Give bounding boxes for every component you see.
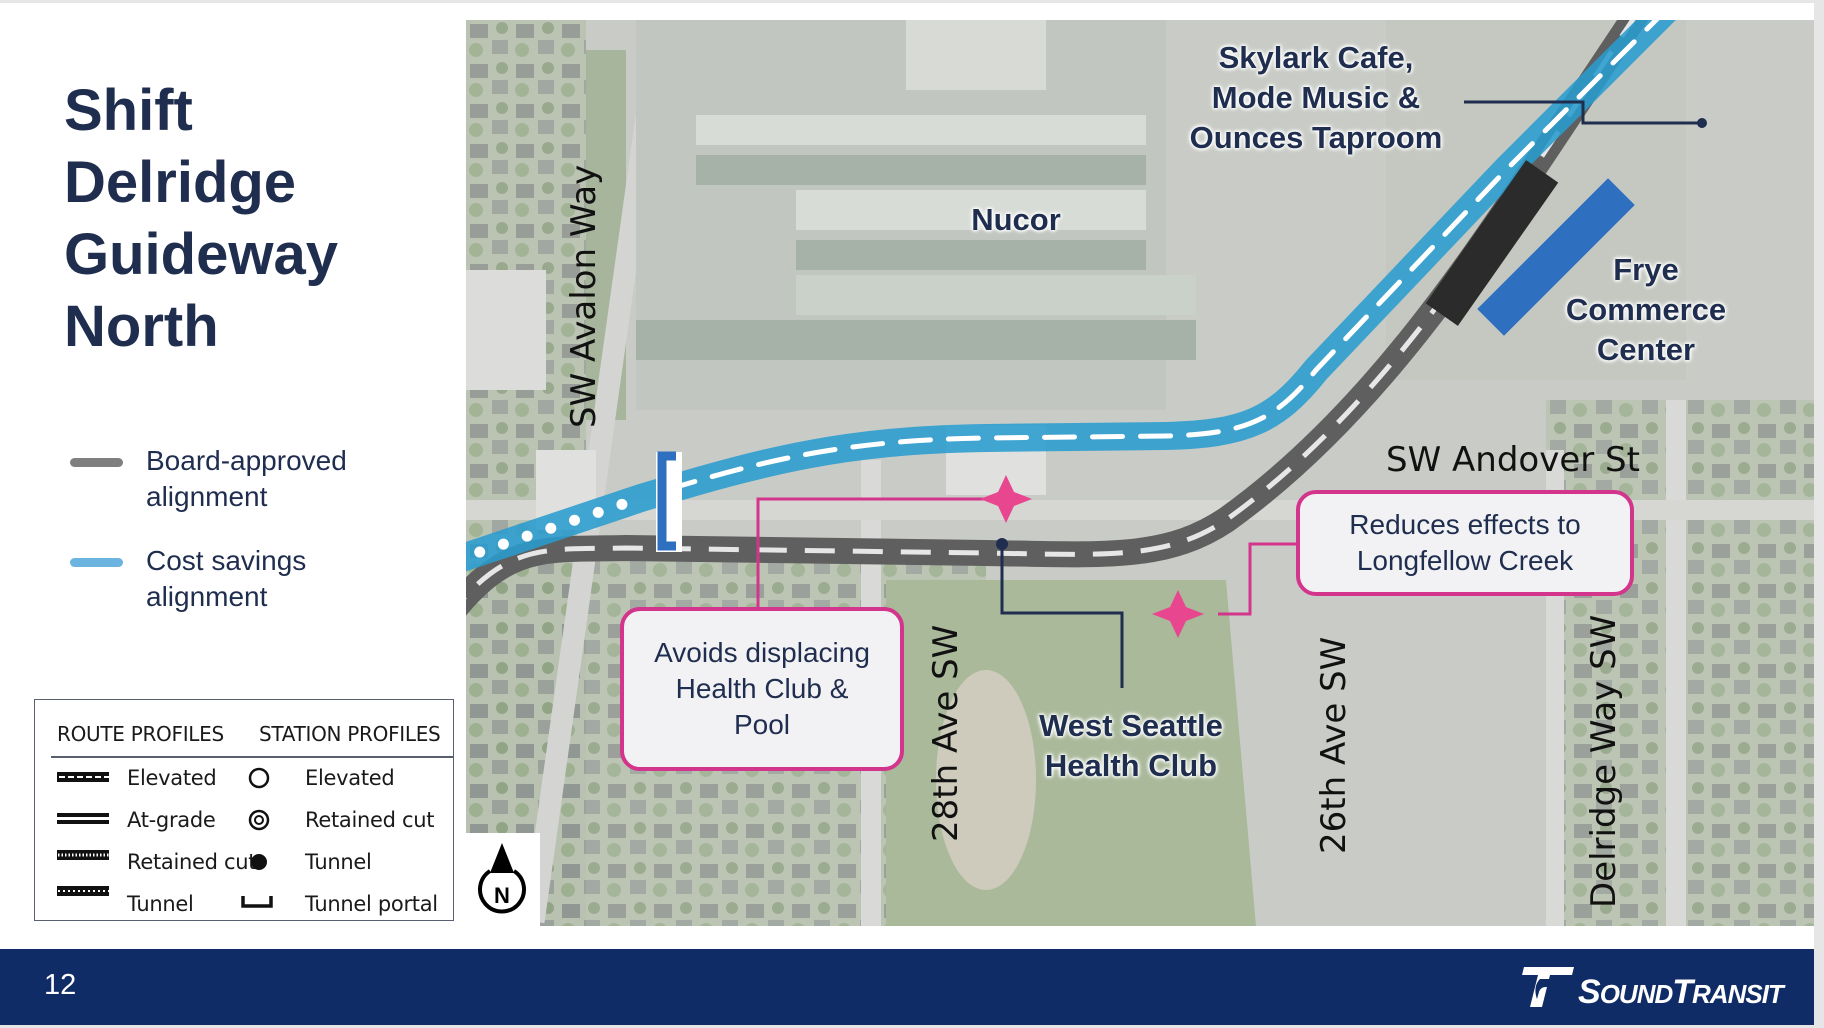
route-item-elevated: Elevated: [127, 766, 217, 790]
place-label-nucor: Nucor: [971, 202, 1061, 237]
label-line: West Seattle: [1039, 708, 1223, 743]
label-line: Mode Music &: [1211, 80, 1421, 115]
title-line: North: [64, 294, 219, 359]
label-line: Skylark Cafe,: [1218, 40, 1414, 75]
title-line: Delridge: [64, 150, 297, 215]
svg-text:N: N: [494, 883, 510, 908]
aerial-map[interactable]: Skylark Cafe, Mode Music & Ounces Taproo…: [466, 20, 1814, 926]
callout-line: Reduces effects to: [1349, 509, 1581, 540]
street-label-andover: SW Andover St: [1386, 440, 1640, 480]
station-profiles-header: STATION PROFILES: [259, 722, 441, 746]
footer-bar: 12 SOUNDTRANSIT: [0, 949, 1814, 1025]
route-profile-symbols-icon: [57, 772, 109, 896]
street-label-delridge: Delridge Way SW: [1584, 614, 1624, 908]
blue-line-swatch-icon: [70, 558, 123, 567]
star-marker-icon: [980, 475, 1032, 523]
slide: Shift Delridge Guideway North Board-appr…: [0, 3, 1814, 1025]
legend-label-line: Cost savings: [146, 545, 307, 576]
station-item-tunnel: Tunnel: [305, 850, 372, 874]
slide-title: Shift Delridge Guideway North: [64, 75, 338, 363]
route-profiles-header: ROUTE PROFILES: [57, 722, 224, 746]
star-marker-icon: [1152, 590, 1204, 638]
callout-line: Pool: [733, 709, 791, 740]
station-item-retained-cut: Retained cut: [305, 808, 435, 832]
street-label-avalon: SW Avalon Way: [564, 164, 604, 428]
label-line: Frye: [1613, 252, 1679, 287]
callout-line: Health Club &: [675, 673, 849, 704]
place-label-skylark: Skylark Cafe, Mode Music & Ounces Taproo…: [1156, 38, 1476, 158]
north-arrow-icon: N: [478, 843, 526, 914]
sound-transit-logo-icon: [1522, 967, 1574, 1007]
legend-item-board-approved: Board-approved alignment: [70, 443, 450, 543]
sound-transit-logo: SOUNDTRANSIT: [1520, 965, 1784, 1013]
legend-label-line: Board-approved: [146, 445, 347, 476]
title-line: Guideway: [64, 222, 338, 287]
legend-label-line: alignment: [146, 481, 268, 512]
legend-label: Board-approved alignment: [146, 443, 347, 515]
brand-name: SOUNDTRANSIT: [1578, 973, 1784, 1011]
gray-line-swatch-icon: [70, 458, 123, 467]
alignment-legend: Board-approved alignment Cost savings al…: [70, 443, 450, 643]
label-line: Ounces Taproom: [1189, 120, 1443, 155]
place-label-health-club: West Seattle Health Club: [1006, 706, 1256, 786]
place-label-frye: Frye Commerce Center: [1546, 250, 1746, 370]
callout-longfellow: Reduces effects to Longfellow Creek: [1296, 490, 1634, 596]
legend-item-cost-savings: Cost savings alignment: [70, 543, 450, 643]
page-number: 12: [44, 969, 77, 1001]
route-item-at-grade: At-grade: [127, 808, 216, 832]
label-line: Health Club: [1044, 748, 1218, 783]
legend-divider: [51, 756, 453, 758]
callout-health-club-pool: Avoids displacing Health Club & Pool: [620, 607, 904, 771]
callout-line: Avoids displacing: [654, 637, 870, 668]
station-profile-symbols-icon: [241, 767, 273, 908]
north-arrow: N: [466, 833, 540, 926]
station-item-tunnel-portal: Tunnel portal: [305, 892, 438, 916]
profiles-legend: ROUTE PROFILES STATION PROFILES Elevated…: [34, 699, 454, 921]
legend-label: Cost savings alignment: [146, 543, 306, 615]
legend-label-line: alignment: [146, 581, 268, 612]
street-label-28th: 28th Ave SW: [926, 624, 966, 842]
street-label-26th: 26th Ave SW: [1314, 636, 1354, 854]
title-line: Shift: [64, 78, 193, 143]
label-line: Center: [1596, 332, 1696, 367]
route-item-retained-cut: Retained cut: [127, 850, 257, 874]
route-item-tunnel: Tunnel: [127, 892, 194, 916]
station-item-elevated: Elevated: [305, 766, 395, 790]
label-line: Commerce: [1565, 292, 1727, 327]
callout-line: Longfellow Creek: [1356, 545, 1574, 576]
